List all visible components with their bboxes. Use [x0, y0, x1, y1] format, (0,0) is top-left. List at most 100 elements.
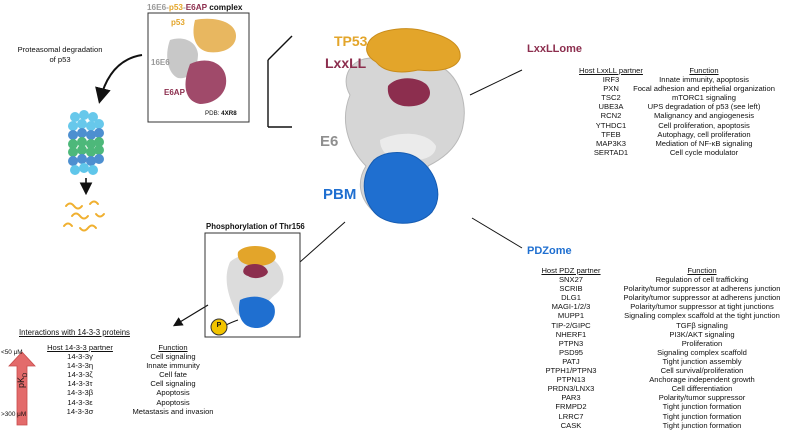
- domain-label-tp53: TP53: [334, 33, 368, 49]
- interactions-1433-function: Apoptosis: [156, 388, 190, 398]
- pdzome-partner: SNX27: [558, 275, 584, 285]
- inset-label-e6ap: E6AP: [164, 88, 185, 97]
- phospho-badge-circle: [210, 318, 228, 336]
- pkd-axis-base: pK: [16, 376, 26, 388]
- complex-inset-box: [147, 12, 250, 123]
- interactions-1433-function-header: Function: [158, 343, 188, 352]
- phospho-pointer: [299, 221, 346, 263]
- lxxllome-partner: TSC2: [601, 93, 621, 103]
- pdzome-partner: DLG1: [561, 293, 581, 303]
- interactions-1433-partner-header: Host 14-3-3 partner: [47, 343, 113, 352]
- interactions-1433-partner-column: Host 14-3-3 partner 14-3-3γ 14-3-3η 14-3…: [40, 343, 120, 416]
- pdzome-function: Tight junction formation: [662, 402, 742, 412]
- interactions-1433-partner: 14-3-3σ: [66, 406, 94, 416]
- pkd-axis-label: pKD: [16, 373, 29, 388]
- pdzome-function-header: Function: [687, 266, 717, 275]
- pdzome-function: Proliferation: [681, 338, 723, 348]
- pdzome-partner: TIP-2/GIPC: [551, 320, 591, 330]
- interactions-1433-function: Metastasis and invasion: [132, 406, 214, 416]
- interactions-1433-function: Apoptosis: [156, 397, 190, 407]
- pdzome-partner: SCRIB: [559, 284, 583, 294]
- complex-title: 16E6-p53-E6AP complex: [147, 3, 242, 12]
- complex-title-sep2: -: [182, 3, 186, 12]
- interactions-1433-partner: 14-3-3β: [66, 388, 94, 398]
- pdb-prefix: PDB:: [205, 110, 222, 117]
- pdzome-partner: PSD95: [558, 347, 584, 357]
- peptide-fragments-icon: [63, 200, 105, 232]
- pdzome-partner: PTPN13: [556, 375, 586, 385]
- interactions-1433-partner: 14-3-3τ: [67, 379, 93, 389]
- interactions-1433-function: Cell fate: [159, 370, 187, 380]
- pdzome-partner: PTPH1/PTPN3: [545, 366, 597, 376]
- pdzome-function: Regulation of cell trafficking: [655, 275, 749, 285]
- pdb-label: PDB: 4XR8: [205, 110, 237, 117]
- pdzome-partner: PAR3: [561, 393, 581, 403]
- interactions-1433-partner: 14-3-3γ: [67, 352, 93, 362]
- lxxllome-function: Cell proliferation, apoptosis: [658, 120, 750, 130]
- pdzome-function: Tight junction assembly: [662, 356, 742, 366]
- proteasome-icon: [68, 110, 104, 175]
- pdzome-function: Polarity/tumor suppressor: [658, 393, 746, 403]
- complex-molecule-illustration: [167, 18, 236, 104]
- pkd-axis-sub: D: [22, 372, 29, 377]
- inset-label-p53: p53: [171, 18, 185, 27]
- lxxllome-function: mTORC1 signaling: [671, 93, 736, 103]
- lxxllome-function: Innate immunity, apoptosis: [659, 75, 749, 85]
- interactions-1433-function: Cell signaling: [150, 379, 196, 389]
- interactions-1433-function-column: Function Cell signaling Innate immunity …: [118, 343, 228, 416]
- pdzome-function: Signaling complex scaffold at the tight …: [624, 311, 780, 321]
- pdzome-function: Anchorage independent growth: [649, 375, 755, 385]
- phospho-title: Phosphorylation of Thr156: [206, 222, 305, 231]
- pdzome-function: Polarity/tumor suppressor at tight junct…: [630, 302, 774, 312]
- pdzome-function: Tight junction formation: [662, 420, 742, 430]
- pdzome-function: PI3K/AKT signaling: [669, 329, 735, 339]
- inset-label-e6: 16E6: [151, 58, 170, 67]
- complex-title-sep1: -: [166, 3, 169, 12]
- domain-label-e6: E6: [320, 133, 339, 150]
- lxxllome-partner: YTHDC1: [595, 120, 627, 130]
- lxxllome-partner: RCN2: [600, 111, 622, 121]
- domain-label-pbm: PBM: [323, 186, 357, 203]
- pdzome-function: Cell differentiation: [671, 384, 733, 394]
- pdzome-partner-header: Host PDZ partner: [541, 266, 601, 275]
- kd-low-label: <50 μM: [1, 349, 23, 356]
- lxxllome-function: UPS degradation of p53 (see left): [647, 102, 761, 112]
- lxxllome-pointer: [469, 69, 523, 96]
- to-1433-arrow: [172, 304, 209, 327]
- pdzome-partner: PRDN3/LNX3: [547, 384, 595, 394]
- complex-title-e6: 16E6: [147, 3, 167, 12]
- lxxllome-partner: UBE3A: [598, 102, 624, 112]
- phospho-badge-label: P: [216, 322, 222, 329]
- pdzome-partner: NHERF1: [555, 329, 587, 339]
- interactions-1433-function: Cell signaling: [150, 352, 196, 362]
- lxxllome-partner: TFEB: [601, 129, 621, 139]
- pdzome-partner: CASK: [560, 420, 582, 430]
- pdzome-partner: PTPN3: [558, 338, 584, 348]
- proteasomal-line1: Proteasomal degradation: [17, 45, 103, 54]
- bracket: [267, 35, 293, 128]
- lxxllome-partner: SERTAD1: [593, 147, 629, 157]
- pdzome-pointer: [471, 217, 523, 249]
- lxxllome-function: Autophagy, cell proliferation: [657, 129, 751, 139]
- pdzome-function: Cell survival/proliferation: [660, 366, 744, 376]
- lxxllome-partner: IRF3: [602, 75, 620, 85]
- lxxllome-title: LxxLLome: [527, 43, 583, 55]
- kd-high-label: >300 μM: [1, 411, 27, 418]
- degradation-arrow: [95, 54, 143, 104]
- pdzome-partner: PATJ: [562, 356, 580, 366]
- pdzome-partner: MUPP1: [557, 311, 585, 321]
- lxxllome-function: Cell cycle modulator: [669, 147, 739, 157]
- interactions-1433-title: Interactions with 14-3-3 proteins: [19, 328, 130, 337]
- lxxllome-function: Focal adhesion and epithelial organizati…: [633, 84, 775, 94]
- lxxllome-function-column: Function Innate immunity, apoptosis Foca…: [625, 66, 783, 157]
- phospho-molecule-illustration: [223, 246, 284, 328]
- complex-title-e6ap: E6AP: [185, 3, 207, 12]
- pdzome-function: TGFβ signaling: [676, 320, 728, 330]
- pdzome-partner-column: Host PDZ partner SNX27 SCRIB DLG1 MAGI-1…: [522, 266, 620, 430]
- pdzome-partner: MAGI-1/2/3: [551, 302, 591, 312]
- pkd-arrow: [8, 351, 36, 426]
- pdzome-function: Polarity/tumor suppressor at adherens ju…: [623, 293, 781, 303]
- domain-label-lxxll: LxxLL: [325, 55, 367, 71]
- e6-structure-illustration: [345, 28, 465, 224]
